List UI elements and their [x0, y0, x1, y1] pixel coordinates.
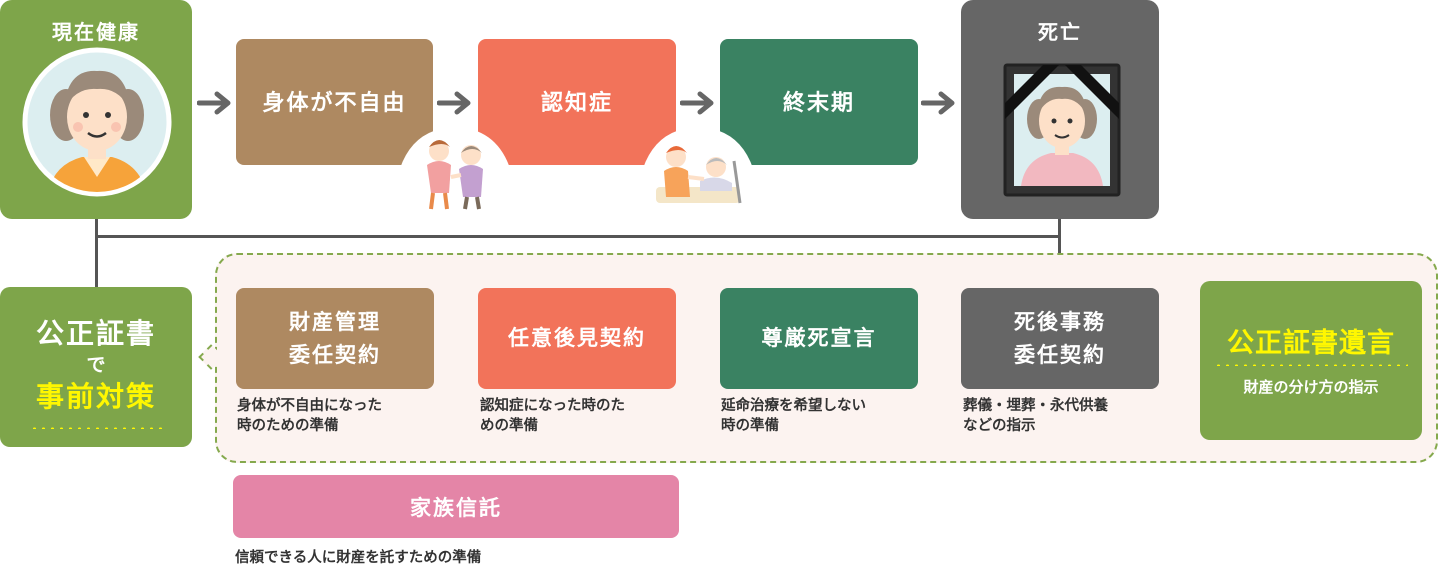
measure-death-with-dignity: 尊厳死宣言	[720, 288, 918, 389]
measure-voluntary-guardianship-title: 任意後見契約	[508, 326, 646, 350]
measure-death-with-dignity-desc: 延命治療を希望しない 時の準備	[721, 398, 866, 434]
stage-physical-disability-label: 身体が不自由	[262, 91, 407, 116]
measure-death-with-dignity-title: 尊厳死宣言	[761, 326, 877, 350]
measure-posthumous-affairs-title: 死後事務 委任契約	[1014, 309, 1106, 367]
arrow-right-icon	[680, 91, 716, 115]
arrow-right-icon	[921, 91, 957, 115]
caregiver-bedside-icon	[636, 121, 760, 213]
connector-vertical-left	[95, 219, 98, 287]
stage-dementia: 認知症	[478, 39, 676, 165]
stage-death-label: 死亡	[1038, 20, 1082, 44]
measure-family-trust-desc: 信頼できる人に財産を託すための準備	[235, 550, 482, 566]
memorial-portrait-icon	[1003, 63, 1121, 197]
stage-death: 死亡	[961, 0, 1159, 219]
strategy-line3: 事前対策	[35, 380, 156, 413]
arrow-right-icon	[197, 91, 233, 115]
measure-notarized-will: 公正証書遺言 財産の分け方の指示	[1200, 281, 1422, 440]
caregiver-helping-walk-icon	[393, 121, 517, 213]
measure-posthumous-affairs: 死後事務 委任契約	[961, 288, 1159, 389]
stage-physical-disability: 身体が不自由	[236, 39, 433, 165]
measure-family-trust: 家族信託	[233, 475, 679, 538]
will-dotted-underline	[1214, 364, 1408, 366]
strategy-box: 公正証書 で 事前対策	[0, 287, 192, 447]
stage-dementia-label: 認知症	[540, 91, 613, 116]
stage-current-health-label: 現在健康	[52, 20, 140, 44]
stage-terminal-label: 終末期	[782, 91, 855, 116]
measure-notarized-will-title: 公正証書遺言	[1227, 328, 1395, 359]
stage-terminal: 終末期	[720, 39, 918, 165]
measure-notarized-will-desc: 財産の分け方の指示	[1243, 378, 1379, 396]
connector-horizontal	[95, 235, 1061, 238]
strategy-line2: で	[86, 354, 106, 376]
arrow-right-icon	[437, 91, 473, 115]
measure-family-trust-title: 家族信託	[410, 495, 502, 520]
measure-property-management-desc: 身体が不自由になった 時のための準備	[237, 398, 382, 434]
healthy-grandma-icon	[22, 47, 172, 197]
measure-property-management-title: 財産管理 委任契約	[289, 309, 381, 367]
measure-property-management: 財産管理 委任契約	[236, 288, 434, 389]
measure-voluntary-guardianship-desc: 認知症になった時のた めの準備	[480, 398, 625, 434]
strategy-line1: 公正証書	[35, 317, 156, 350]
measure-posthumous-affairs-desc: 葬儀・埋葬・永代供養 などの指示	[963, 398, 1108, 434]
stage-current-health: 現在健康	[0, 0, 192, 219]
strategy-dotted-underline	[30, 427, 162, 429]
measure-voluntary-guardianship: 任意後見契約	[478, 288, 676, 389]
